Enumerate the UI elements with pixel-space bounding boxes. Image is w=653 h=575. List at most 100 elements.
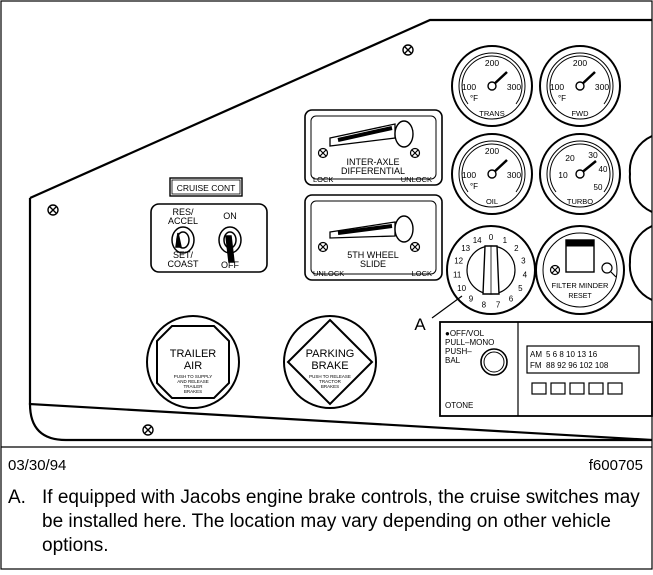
svg-text:PUSH TO SUPPLY: PUSH TO SUPPLY	[174, 374, 213, 379]
svg-text:FILTER MINDER: FILTER MINDER	[552, 281, 610, 290]
svg-text:100: 100	[462, 82, 476, 92]
svg-text:AM: AM	[530, 350, 542, 359]
svg-text:RES/: RES/	[172, 207, 194, 217]
dial-number: 1	[503, 236, 508, 245]
cruise-control-label: CRUISE CONT	[169, 177, 243, 197]
svg-text:DIFFERENTIAL: DIFFERENTIAL	[341, 166, 405, 176]
svg-text:°F: °F	[470, 182, 478, 191]
svg-text:LOCK: LOCK	[412, 269, 432, 278]
trans-temp-gauge: 200 100 300 °F TRANS	[451, 45, 533, 127]
svg-text:BRAKES: BRAKES	[321, 384, 339, 389]
svg-text:AIR: AIR	[184, 360, 202, 372]
svg-text:OIL: OIL	[486, 197, 498, 206]
svg-text:BRAKE: BRAKE	[311, 360, 348, 372]
svg-text:°F: °F	[558, 94, 566, 103]
svg-text:200: 200	[485, 146, 499, 156]
svg-text:100: 100	[550, 82, 564, 92]
svg-text:10: 10	[558, 170, 568, 180]
dash-panel-outline	[28, 18, 653, 442]
svg-text:200: 200	[573, 58, 587, 68]
svg-text:PUSH TO RELEASE: PUSH TO RELEASE	[309, 374, 351, 379]
svg-text:PUSH–: PUSH–	[445, 347, 472, 356]
svg-text:LOCK: LOCK	[313, 175, 333, 184]
svg-text:200: 200	[485, 58, 499, 68]
svg-text:TRANS: TRANS	[479, 109, 504, 118]
svg-text:30: 30	[588, 150, 598, 160]
partial-gauge	[628, 135, 653, 301]
dial-number: 9	[469, 295, 474, 304]
oil-temp-gauge: 200 100 300 °F OIL	[451, 133, 533, 215]
svg-text:COAST: COAST	[167, 259, 199, 269]
svg-text:PARKING: PARKING	[306, 348, 355, 360]
svg-text:ON: ON	[223, 211, 237, 221]
dial-number: 13	[461, 244, 470, 253]
svg-text:INTER-AXLE: INTER-AXLE	[346, 157, 399, 167]
svg-text:100: 100	[462, 170, 476, 180]
svg-text:300: 300	[507, 170, 521, 180]
res-set-toggle-switch[interactable]	[171, 226, 195, 254]
svg-text:AND RELEASE: AND RELEASE	[177, 379, 209, 384]
dial-number: 10	[457, 284, 466, 293]
svg-text:BAL: BAL	[445, 356, 461, 365]
dial-number: 14	[473, 236, 482, 245]
dial-number: 0	[489, 233, 494, 242]
svg-text:300: 300	[595, 82, 609, 92]
svg-text:300: 300	[507, 82, 521, 92]
svg-text:BRAKES: BRAKES	[184, 389, 202, 394]
radio-unit: ●OFF/VOL PULL–MONO PUSH– BAL OTONE AM FM…	[439, 321, 653, 417]
figure-id: f600705	[588, 457, 643, 474]
svg-text:A: A	[414, 315, 426, 334]
inter-axle-differential-switch[interactable]: INTER-AXLE DIFFERENTIAL LOCK UNLOCK	[304, 109, 443, 186]
svg-text:CRUISE CONT: CRUISE CONT	[177, 183, 236, 193]
svg-text:88 92 96 102 108: 88 92 96 102 108	[546, 361, 609, 370]
svg-text:TURBO: TURBO	[567, 197, 593, 206]
svg-text:UNLOCK: UNLOCK	[401, 175, 432, 184]
svg-text:SLIDE: SLIDE	[360, 259, 386, 269]
svg-text:40: 40	[599, 165, 608, 174]
svg-text:TRAILER: TRAILER	[170, 348, 217, 360]
svg-text:RESET: RESET	[568, 293, 592, 300]
svg-text:UNLOCK: UNLOCK	[313, 269, 344, 278]
figure-date: 03/30/94	[8, 457, 67, 474]
svg-text:°F: °F	[470, 94, 478, 103]
fwd-axle-temp-gauge: 200 100 300 °F FWD	[539, 45, 621, 127]
svg-text:PULL–MONO: PULL–MONO	[445, 338, 494, 347]
svg-text:FWD: FWD	[571, 109, 589, 118]
svg-text:TRACTOR: TRACTOR	[319, 379, 341, 384]
svg-text:TRAILER: TRAILER	[183, 384, 203, 389]
trailer-air-valve[interactable]: TRAILER AIR PUSH TO SUPPLY AND RELEASE T…	[146, 315, 240, 409]
svg-text:50: 50	[594, 183, 603, 192]
svg-text:OFF: OFF	[221, 260, 239, 270]
radio-preset-buttons[interactable]	[531, 382, 623, 395]
svg-text:OTONE: OTONE	[445, 401, 473, 410]
svg-text:5 6 8 10 13 16: 5 6 8 10 13 16	[546, 350, 598, 359]
svg-text:SET/: SET/	[173, 250, 194, 260]
screw-icon	[47, 44, 414, 436]
svg-text:5TH WHEEL: 5TH WHEEL	[347, 250, 399, 260]
dial-number: 12	[454, 257, 463, 266]
turbo-boost-gauge: 20 30 10 40 50 TURBO	[539, 133, 621, 215]
dial-number: 6	[509, 295, 514, 304]
radio-volume-knob[interactable]	[480, 348, 508, 376]
dial-number: 8	[482, 300, 487, 309]
svg-text:ACCEL: ACCEL	[168, 216, 198, 226]
dial-number: 3	[521, 257, 526, 266]
dial-number: 11	[453, 271, 462, 280]
callout-a: A	[414, 295, 463, 334]
on-off-toggle-switch[interactable]	[218, 226, 242, 263]
cruise-switch-plate: RES/ ACCEL SET/ COAST ON OFF	[150, 203, 268, 273]
note-letter: A.	[8, 487, 26, 508]
svg-text:●OFF/VOL: ●OFF/VOL	[445, 329, 485, 338]
svg-text:FM: FM	[530, 361, 542, 370]
fifth-wheel-slide-switch[interactable]: 5TH WHEEL SLIDE UNLOCK LOCK	[304, 194, 443, 281]
svg-text:20: 20	[565, 153, 575, 163]
filter-minder-gauge: FILTER MINDER RESET	[535, 225, 625, 315]
dial-number: 2	[514, 244, 519, 253]
dial-number: 7	[496, 300, 501, 309]
parking-brake-valve[interactable]: PARKING BRAKE PUSH TO RELEASE TRACTOR BR…	[283, 315, 377, 409]
note-text: If equipped with Jacobs engine brake con…	[42, 487, 640, 556]
dial-number: 4	[523, 271, 528, 280]
dial-number: 5	[518, 284, 523, 293]
